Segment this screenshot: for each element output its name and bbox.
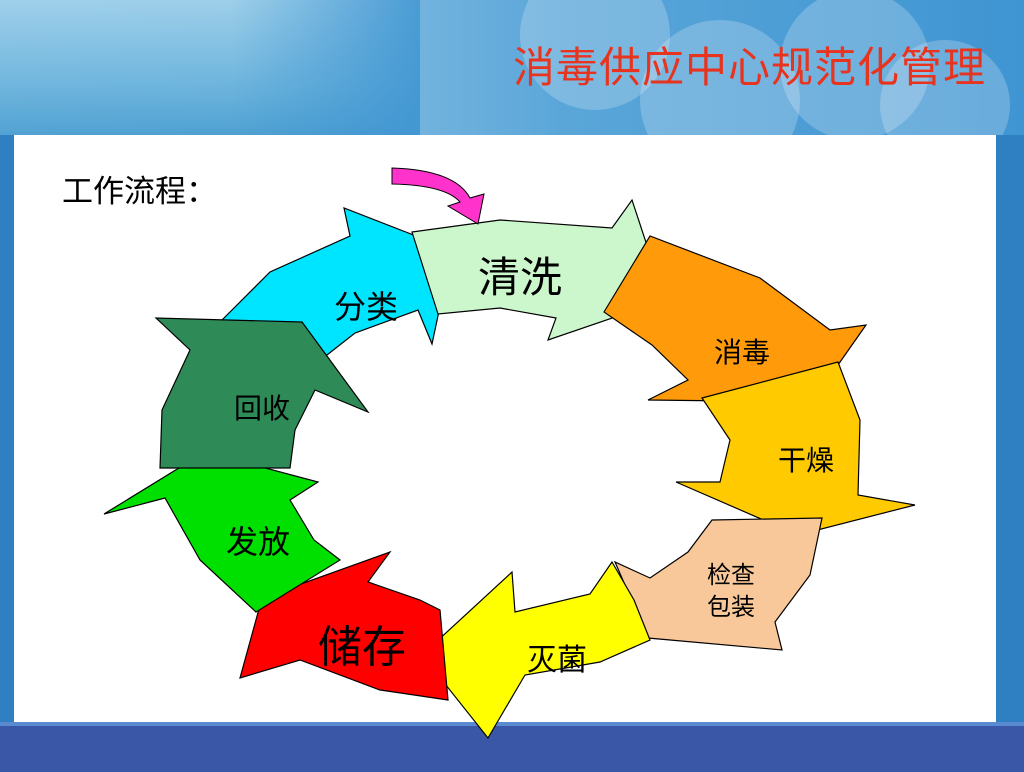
- label-fenlei: 分类: [334, 288, 398, 326]
- label-chucun: 储存: [318, 622, 406, 673]
- step-jiancha-arrow: [613, 517, 823, 651]
- label-ganzao: 干燥: [778, 444, 834, 477]
- workflow-subtitle: 工作流程：: [62, 174, 217, 210]
- decorative-circle: [880, 40, 1010, 135]
- frame-right: [986, 135, 1024, 725]
- label-xiaodu: 消毒: [714, 336, 770, 369]
- label-baozhuang: 包装: [707, 593, 755, 621]
- label-miejun: 灭菌: [527, 643, 587, 678]
- surgery-photo: [0, 0, 420, 135]
- step-huishou-arrow: [154, 317, 370, 469]
- page-title: 消毒供应中心规范化管理: [512, 43, 986, 92]
- header-banner: 消毒供应中心规范化管理: [0, 0, 1024, 135]
- frame-left: [0, 135, 24, 725]
- step-qingxi-arrow: [411, 198, 666, 341]
- label-fafang: 发放: [226, 523, 290, 561]
- footer-bar: [0, 722, 1024, 772]
- label-qingxi: 清洗: [478, 253, 562, 302]
- step-ganzao-arrow: [675, 361, 916, 536]
- decorative-circle: [780, 0, 930, 135]
- label-jiancha: 检查: [707, 561, 755, 589]
- step-miejun-arrow: [421, 560, 651, 740]
- label-huishou: 回收: [234, 392, 290, 425]
- start-indicator-arrow: [391, 167, 485, 225]
